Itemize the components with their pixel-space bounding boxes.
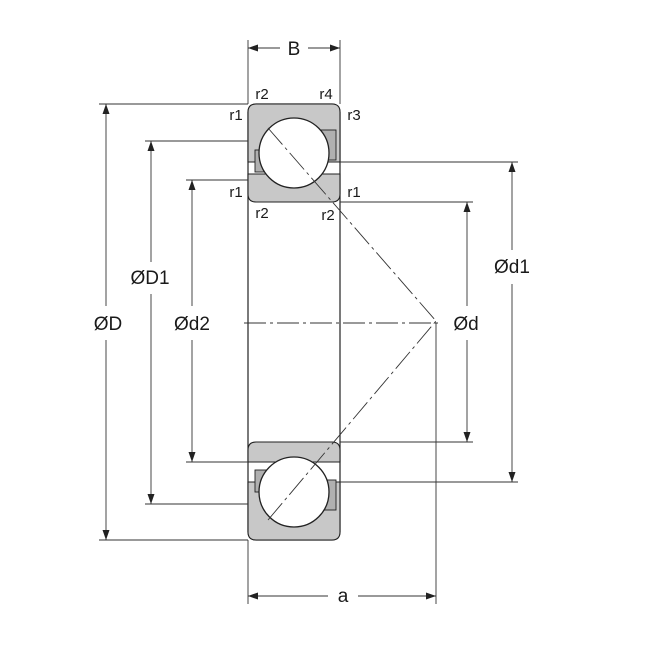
label-d: Ød bbox=[453, 314, 478, 335]
bottom-contact-line bbox=[267, 320, 437, 521]
dimension-d bbox=[463, 202, 471, 442]
label-r1-top-left: r1 bbox=[229, 107, 242, 124]
label-r3-top-right: r3 bbox=[347, 107, 360, 124]
dimension-a bbox=[248, 592, 436, 600]
bottom-bearing-section bbox=[247, 441, 341, 541]
bottom-inner-ring bbox=[247, 441, 341, 463]
label-d2: Ød2 bbox=[174, 314, 210, 335]
dimension-B bbox=[248, 44, 340, 52]
top-bearing-section bbox=[247, 103, 341, 203]
extension-lines bbox=[99, 40, 518, 604]
label-D: ØD bbox=[94, 314, 123, 335]
dimension-d1 bbox=[508, 162, 516, 482]
label-a: a bbox=[338, 586, 349, 607]
dimension-d2 bbox=[188, 180, 196, 462]
label-r4-top-right: r4 bbox=[319, 86, 332, 103]
top-contact-line bbox=[267, 127, 437, 322]
label-r1-mid-right: r1 bbox=[347, 184, 360, 201]
label-d1: Ød1 bbox=[494, 257, 530, 278]
label-r1-mid-left: r1 bbox=[229, 184, 242, 201]
dimension-D bbox=[102, 104, 110, 540]
bottom-ball bbox=[258, 456, 330, 528]
label-r2-top-left: r2 bbox=[255, 86, 268, 103]
top-ball bbox=[258, 117, 330, 189]
label-D1: ØD1 bbox=[130, 268, 169, 289]
label-r2-mid-left: r2 bbox=[255, 205, 268, 222]
label-B: B bbox=[288, 39, 301, 60]
label-r2-mid-right: r2 bbox=[321, 207, 334, 224]
dimension-D1 bbox=[147, 141, 155, 504]
